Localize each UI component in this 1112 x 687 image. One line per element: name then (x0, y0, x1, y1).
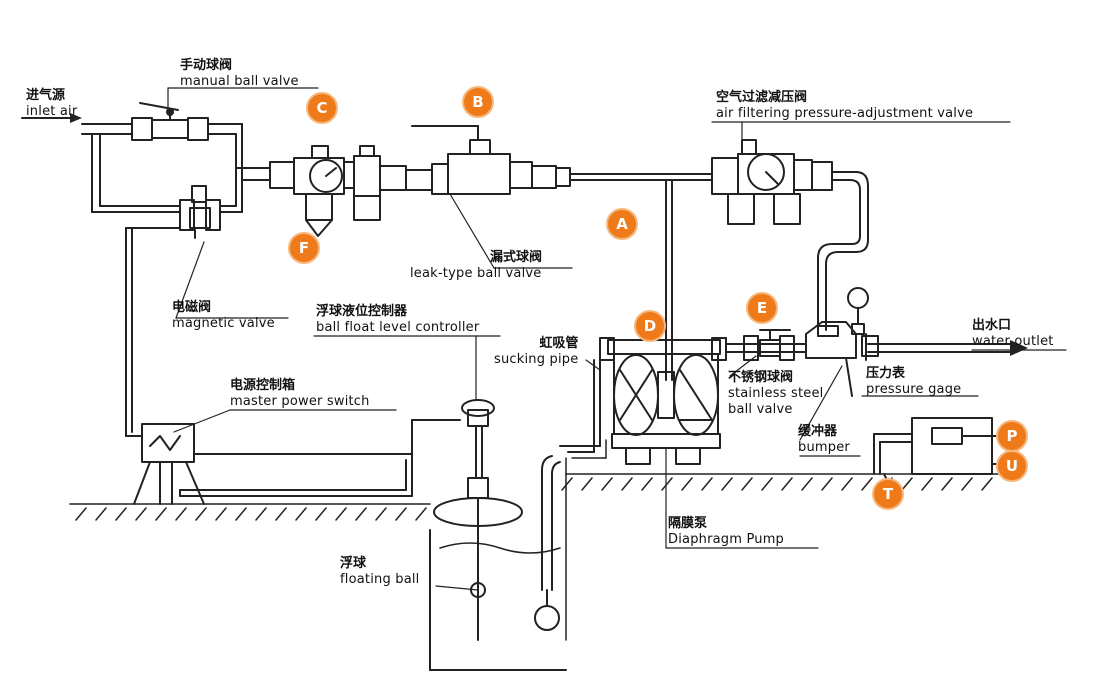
leak-type-ball-valve (411, 125, 571, 195)
label-power-switch-zh: 电源控制箱 (230, 378, 296, 393)
badge-u: U (996, 450, 1028, 482)
level-signal-box (873, 417, 1001, 483)
label-leak-ball-valve: 漏式球阀 leak-type ball valve (410, 250, 542, 282)
label-manual-ball-valve-en: manual ball valve (180, 74, 299, 89)
inlet-pipe (81, 123, 133, 135)
magnetic-valve-body (179, 185, 221, 239)
ground-left (69, 503, 431, 521)
outlet-line (725, 340, 1028, 356)
label-stainless-valve-en2: ball valve (728, 402, 793, 417)
badge-b: B (462, 86, 494, 118)
label-water-outlet-en: water outlet (972, 334, 1054, 349)
badge-t: T (872, 478, 904, 510)
badge-a: A (606, 208, 638, 240)
label-inlet-air-en: inlet air (26, 104, 78, 119)
label-air-filter-valve-en: air filtering pressure-adjustment valve (716, 106, 974, 121)
label-floating-ball-zh: 浮球 (340, 556, 367, 571)
label-diaphragm-pump: 隔膜泵 Diaphragm Pump (668, 516, 784, 548)
power-box (133, 419, 461, 505)
badge-f: F (288, 232, 320, 264)
label-bumper: 缓冲器 bumper (798, 424, 850, 456)
manual-ball-valve-body (131, 102, 209, 141)
inlet-air-arrow (21, 113, 82, 123)
badge-e: E (746, 292, 778, 324)
ground-right (561, 439, 1011, 641)
badge-p: P (996, 420, 1028, 452)
sucking-pipe (534, 359, 601, 631)
water-tank (429, 529, 567, 671)
label-floating-ball: 浮球 floating ball (340, 556, 419, 588)
leader-lines (167, 87, 1067, 591)
label-float-controller-en: ball float level controller (316, 320, 480, 335)
label-magnetic-valve-en: magnetic valve (172, 316, 275, 331)
badge-d: D (634, 310, 666, 342)
badge-c: C (306, 92, 338, 124)
label-pressure-gage: 压力表 pressure gage (866, 366, 961, 398)
regulator-to-bumper-pipe (817, 171, 869, 331)
label-stainless-valve: 不锈钢球阀 stainless steel ball valve (728, 370, 823, 418)
label-manual-ball-valve: 手动球阀 manual ball valve (180, 58, 299, 90)
label-bumper-en: bumper (798, 440, 850, 455)
label-sucking-pipe-en: sucking pipe (494, 352, 579, 367)
label-sucking-pipe-zh: 虹吸管 (539, 336, 579, 351)
label-water-outlet: 出水口 water outlet (972, 318, 1054, 350)
label-air-filter-valve-zh: 空气过滤减压阀 (716, 90, 808, 105)
label-manual-ball-valve-zh: 手动球阀 (180, 58, 233, 73)
label-water-outlet-zh: 出水口 (972, 318, 1012, 333)
label-magnetic-valve: 电磁阀 magnetic valve (172, 300, 275, 332)
label-power-switch-en: master power switch (230, 394, 370, 409)
label-diaphragm-pump-zh: 隔膜泵 (668, 516, 708, 531)
label-magnetic-valve-zh: 电磁阀 (172, 300, 212, 315)
pressure-gage (847, 287, 879, 361)
label-stainless-valve-zh: 不锈钢球阀 (728, 370, 794, 385)
label-inlet-air-zh: 进气源 (26, 88, 66, 103)
label-leak-ball-valve-zh: 漏式球阀 (490, 250, 543, 265)
diaphragm-pump-body (599, 337, 727, 465)
label-floating-ball-en: floating ball (340, 572, 420, 587)
label-inlet-air: 进气源 inlet air (26, 88, 77, 120)
label-pressure-gage-zh: 压力表 (866, 366, 906, 381)
label-float-controller: 浮球液位控制器 ball float level controller (316, 304, 479, 336)
label-sucking-pipe: 虹吸管 sucking pipe (494, 336, 578, 368)
filter-regulator-c (269, 145, 381, 237)
label-leak-ball-valve-en: leak-type ball valve (410, 266, 542, 281)
ball-float-controller (433, 399, 523, 641)
label-stainless-valve-en: stainless steel (728, 386, 824, 401)
label-diaphragm-pump-en: Diaphragm Pump (668, 532, 785, 547)
label-air-filter-valve: 空气过滤减压阀 air filtering pressure-adjustmen… (716, 90, 973, 122)
right-filter-regulator (711, 139, 833, 225)
upper-distribution-pipe (91, 123, 271, 213)
connector-pipe-b (379, 163, 449, 195)
label-float-controller-zh: 浮球液位控制器 (316, 304, 408, 319)
magnetic-valve-wire (125, 227, 181, 437)
label-power-switch: 电源控制箱 master power switch (230, 378, 370, 410)
label-pressure-gage-en: pressure gage (866, 382, 962, 397)
air-line-a (665, 179, 701, 381)
label-bumper-zh: 缓冲器 (798, 424, 838, 439)
